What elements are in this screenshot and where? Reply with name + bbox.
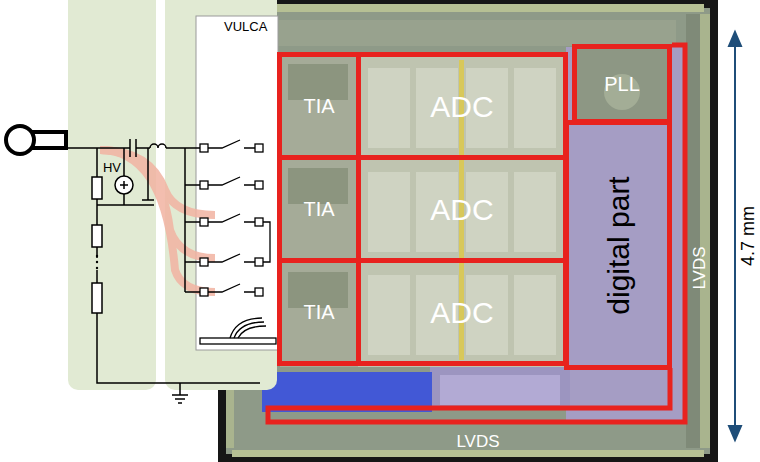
circuit-wires [97,148,260,383]
photomultiplier-symbol [6,126,66,154]
dimension-arrow [729,32,741,46]
lvds-outline [268,45,685,422]
adc-block: ADC [356,258,568,366]
switch-symbols [230,318,266,338]
block-label: VULCA [224,20,267,34]
circuit-wires [115,176,133,194]
switch-symbols [208,177,255,185]
chip-die [232,450,704,457]
circuit-wires [92,177,102,199]
interface-label: LVDS [456,433,499,452]
block-label: ADC [430,296,493,329]
chip-die [686,14,700,448]
readout-panels [68,0,156,390]
chip-die [358,55,566,367]
chip-die [604,74,640,110]
chip-die [280,55,358,367]
block-label: PLL [604,73,640,95]
chip-die [566,47,684,421]
block-label: TIA [303,95,334,117]
block-label: TIA [303,198,334,220]
interface-label: LVDS [691,246,710,289]
switch-symbols [200,140,276,344]
tia-block: TIA [277,155,361,263]
switch-symbols [200,181,208,189]
switch-symbols [208,214,255,222]
readout-panels [165,0,277,390]
chip-die [368,172,410,252]
switch-symbols [255,258,263,266]
switch-symbols [255,218,263,226]
circuit-wires [185,185,200,292]
vulca-box: VULCA [196,16,278,350]
chip-die [514,275,556,355]
circuit-wires [130,139,136,157]
switch-symbols [208,140,255,148]
circuit-wires [66,147,200,149]
circuit-wires [120,181,128,189]
circuit-wires [97,148,154,205]
circuit-wires [66,139,260,403]
circuit-wires [172,383,188,403]
chip-die [218,0,718,462]
switch-symbols [208,254,255,262]
signal-flow-arrows [100,150,215,292]
photomultiplier-symbol [6,126,34,154]
chip-die [368,68,410,148]
readout-panels [196,16,278,350]
chip-die [440,375,560,405]
chip-die [700,14,710,448]
chip-die [218,0,718,462]
circuit-wires [150,144,166,148]
adc-block: ADC [356,155,568,263]
chip-die [368,275,410,355]
switch-symbols [208,284,255,292]
dimension-arrow [734,44,736,428]
voltage-label: HV [103,161,121,175]
switch-symbols [200,144,208,152]
chip-die [514,172,556,252]
tia-block: TIA [277,258,361,366]
switch-symbols [200,338,276,344]
chip-die [514,68,556,148]
ellipsis-dots [96,261,98,263]
switch-symbols [255,144,263,152]
dimension-label: 4.7 mm [739,206,759,266]
region-label: digital part [602,176,635,314]
chip-die [288,64,348,100]
adc-block: ADC [356,52,568,160]
chip-die [430,366,570,410]
circuit-wires [92,225,102,247]
block-label: ADC [430,90,493,123]
circuit-wires [92,283,102,313]
switch-symbols [200,258,208,266]
pll-block: PLL [572,44,672,124]
signal-flow-arrows [100,150,215,258]
chip-die [236,20,676,46]
switch-symbols [255,181,263,189]
block-label: ADC [430,193,493,226]
chip-die [226,8,710,454]
ellipsis-dots [96,267,98,269]
block-label: TIA [303,301,334,323]
ellipsis-dots [96,255,98,269]
digital-block: digital part [564,120,672,370]
switch-symbols [200,288,208,296]
photomultiplier-symbol [32,130,66,150]
circuit-wires [96,270,98,283]
ellipsis-dots [96,255,98,257]
switch-symbols [263,222,270,262]
chip-die [574,47,670,123]
signal-flow-arrows [100,150,215,292]
switch-symbols [255,288,263,296]
circuit-wires [184,148,186,292]
readout-panels [68,0,278,390]
switch-symbols [200,218,208,226]
tia-block: TIA [277,52,361,160]
dimension-arrow [729,426,741,440]
chip-die [232,4,704,12]
